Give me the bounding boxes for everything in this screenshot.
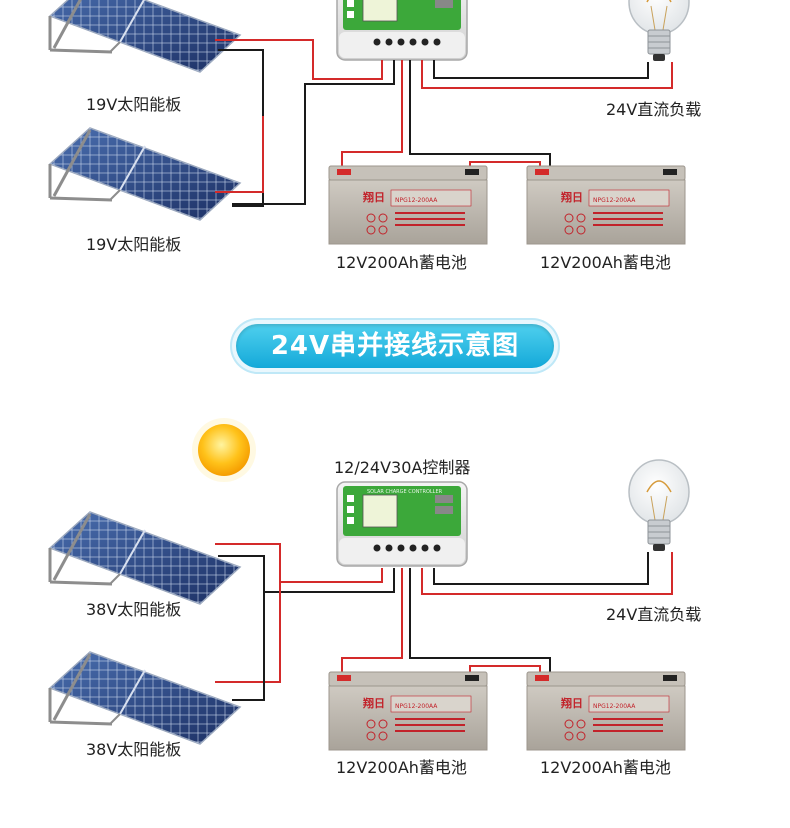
positive-wire [215,39,383,80]
battery [328,671,488,751]
top-panel-1-label: 19V太阳能板 [86,95,182,114]
top-battery-2-label: 12V200Ah蓄电池 [540,253,671,272]
solar-panel [48,0,242,74]
solar-panel [48,650,242,746]
light-bulb-icon [628,0,690,62]
negative-wire [409,60,551,170]
series-link-wire [469,665,541,676]
top-panel-2-label: 19V太阳能板 [86,235,182,254]
positive-wire [421,60,673,89]
bottom-battery-1-label: 12V200Ah蓄电池 [336,758,467,777]
battery [328,165,488,245]
bottom-panel-2-label: 38V太阳能板 [86,740,182,759]
negative-wire [232,592,265,701]
battery [526,165,686,245]
charge-controller [336,481,468,567]
bottom-battery-2-label: 12V200Ah蓄电池 [540,758,671,777]
bottom-section [48,418,690,751]
positive-wire [215,582,281,683]
bottom-load-label: 24V直流负载 [606,605,702,624]
solar-panel [48,510,242,606]
negative-wire [232,60,395,205]
negative-wire [409,568,551,676]
positive-wire [341,568,403,676]
title-banner: 24V串并接线示意图 [230,318,560,374]
negative-wire [433,60,649,79]
title-banner-inner: 24V串并接线示意图 [236,324,554,368]
battery [526,671,686,751]
top-section [48,0,690,245]
positive-wire [215,116,264,193]
sun-icon [192,418,256,482]
top-battery-1-label: 12V200Ah蓄电池 [336,253,467,272]
page-title: 24V串并接线示意图 [270,331,520,361]
positive-wire [421,552,673,595]
light-bulb-icon [628,459,690,552]
solar-panel [48,126,242,222]
top-load-label: 24V直流负载 [606,100,702,119]
charge-controller [336,0,468,61]
negative-wire [433,552,649,585]
bottom-panel-1-label: 38V太阳能板 [86,600,182,619]
controller-label: 12/24V30A控制器 [334,458,471,477]
positive-wire [341,60,403,170]
